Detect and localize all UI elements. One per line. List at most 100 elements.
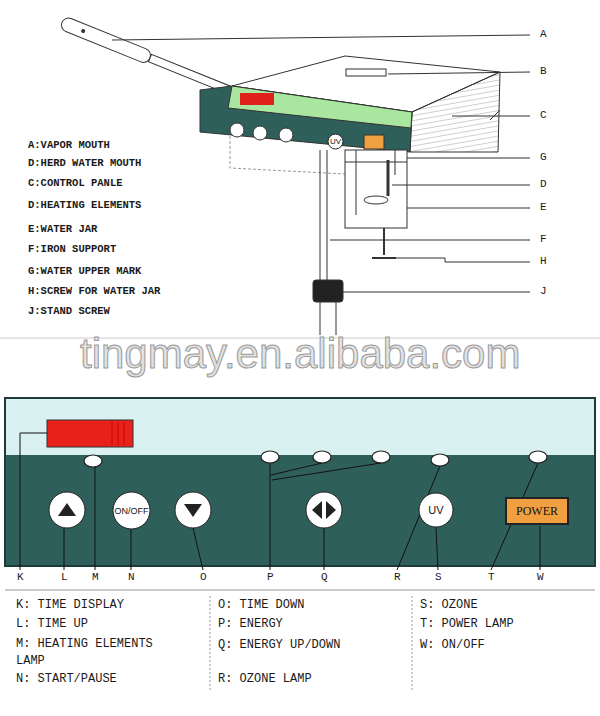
drawing-line [118, 422, 119, 445]
drawing-line [95, 467, 96, 570]
panel-legend: S: OZONE [420, 598, 478, 612]
callout-letter: Q [321, 571, 328, 583]
drawing-line [327, 150, 328, 280]
drawing-circle [81, 29, 85, 33]
drawing-line [272, 463, 381, 480]
drawing-rect [346, 69, 386, 76]
drawing-ellipse [84, 455, 102, 467]
drawing-line [270, 463, 271, 570]
drawing-line [407, 208, 530, 209]
drawing-line [383, 228, 385, 255]
leader-lines [112, 35, 530, 292]
drawing-line [131, 528, 132, 570]
callout-letter: S [435, 571, 442, 583]
drawing-circle [253, 126, 267, 140]
panel-legend: T: POWER LAMP [420, 617, 514, 631]
part-legend: E:WATER JAR [28, 223, 97, 235]
drawing-circle [230, 123, 244, 137]
drawing-line [320, 150, 321, 280]
drawing-rect [364, 135, 384, 149]
part-letter: D [540, 178, 547, 190]
part-legend: C:CONTROL PANLE [28, 177, 123, 189]
drawing-line [388, 72, 530, 74]
drawing-line [540, 526, 541, 570]
drawing-line [452, 116, 530, 117]
drawing-polyline [390, 258, 530, 262]
part-letter: E [540, 201, 547, 213]
panel-legend: R: OZONE LAMP [218, 672, 312, 686]
drawing-line [112, 35, 530, 40]
part-legend: A:VAPOR MOUTH [28, 139, 110, 151]
drawing-rect [6, 399, 594, 455]
callout-letter: R [394, 571, 401, 583]
part-letter: J [540, 285, 547, 297]
button-text: UV [428, 504, 443, 516]
drawing-polygon [312, 501, 322, 519]
drawing-polygon [200, 86, 412, 152]
drawing-line [112, 422, 113, 445]
panel-legend: L: TIME UP [16, 617, 88, 631]
drawing-line [392, 185, 530, 186]
part-letter: F [540, 233, 547, 245]
drawing-rect [313, 280, 343, 302]
drawing-rect [47, 420, 133, 447]
drawing-line [412, 596, 413, 690]
drawing-line [436, 528, 438, 570]
control-panel [5, 398, 595, 566]
callout-letter: T [488, 571, 495, 583]
part-legend: H:SCREW FOR WATER JAR [28, 285, 160, 297]
drawing-circle [113, 492, 150, 529]
drawing-line [64, 528, 65, 570]
drawing-polyline [20, 433, 47, 570]
drawing-line [323, 498, 325, 522]
drawing-ellipse [313, 451, 331, 463]
drawing-line [387, 160, 390, 196]
drawing-line [210, 596, 211, 690]
panel-legend: O: TIME DOWN [218, 598, 304, 612]
uv-button: UV [327, 133, 344, 150]
drawing-ellipse [364, 196, 388, 204]
drawing-circle [328, 134, 343, 149]
callout-letter: M [92, 571, 99, 583]
panel-legend: W: ON/OFF [420, 638, 485, 652]
drawing-rect [506, 498, 568, 524]
drawing-ellipse [529, 451, 547, 463]
drawing-line [343, 292, 530, 293]
drawing-line [124, 422, 125, 445]
button-text: ON/OFF [115, 506, 149, 516]
panel-legend: M: HEATING ELEMENTS LAMP [16, 636, 176, 670]
drawing-ellipse [261, 451, 279, 463]
drawing-polyline [193, 528, 203, 570]
drawing-circle [279, 128, 293, 142]
drawing-circle [306, 492, 342, 528]
panel-legend: Q: ENERGY UP/DOWN [218, 638, 340, 652]
callout-letter: L [61, 571, 68, 583]
panel-legend: K: TIME DISPLAY [16, 598, 124, 612]
drawing-ellipse [431, 454, 449, 466]
callout-letter: K [17, 571, 24, 583]
drawing-line [345, 162, 407, 163]
drawing-g [59, 16, 240, 100]
panel-legend: N: START/PAUSE [16, 672, 117, 686]
drawing-polyline [407, 158, 530, 159]
legend-rules [5, 590, 595, 690]
drawing-line [395, 150, 396, 175]
part-legend: J:STAND SCREW [28, 305, 110, 317]
drawing-rect [240, 93, 274, 105]
part-legend: D:HEATING ELEMENTS [28, 199, 141, 211]
callout-letter: P [267, 571, 274, 583]
drawing-rect [5, 398, 595, 566]
drawing-polygon [228, 86, 412, 128]
uv-button: UV [418, 492, 454, 528]
on-off-button: ON/OFF [112, 491, 151, 530]
part-letter: B [540, 65, 547, 77]
part-letter: A [540, 28, 547, 40]
part-legend: D:HERD WATER MOUTH [28, 157, 141, 169]
drawing-polygon [410, 72, 500, 152]
part-letter: G [540, 151, 547, 163]
drawing-rect [345, 150, 407, 228]
watermark: tingmay.en.alibaba.com [80, 330, 520, 378]
power-button: POWER [505, 497, 569, 525]
